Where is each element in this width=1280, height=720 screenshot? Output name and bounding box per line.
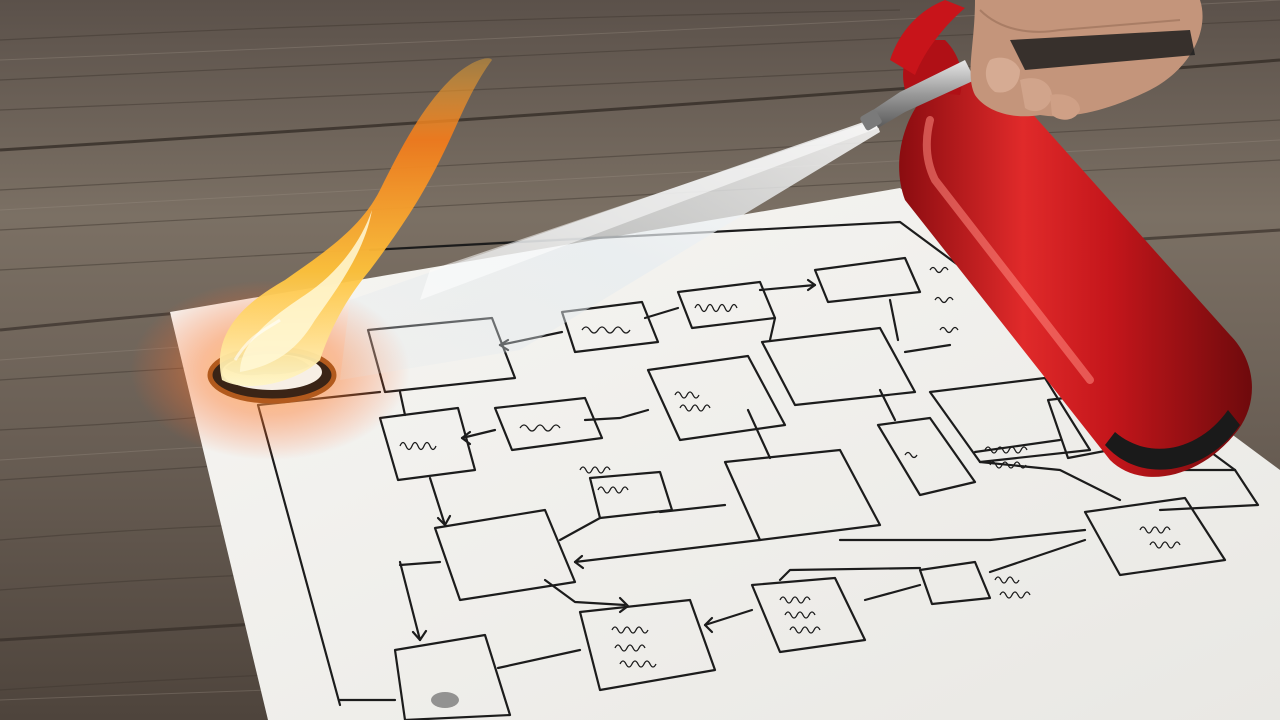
ink-smudge <box>431 692 459 708</box>
flowchart-box <box>433 508 577 602</box>
flowchart-box <box>393 633 512 720</box>
flame <box>219 58 492 387</box>
flowchart-box <box>378 406 477 482</box>
flowchart-box <box>560 300 660 354</box>
flowchart-box <box>578 598 717 692</box>
flowchart-box <box>493 396 604 452</box>
fire-extinguisher <box>860 0 1252 477</box>
flowchart-box <box>723 448 882 542</box>
flowchart-box <box>760 326 917 407</box>
flowchart-box <box>928 376 1092 464</box>
handwritten-scribbles <box>399 266 1181 668</box>
extinguisher-spray <box>340 118 880 380</box>
hand <box>970 0 1203 120</box>
flowchart-box <box>1083 496 1227 577</box>
flowchart-box <box>646 354 787 442</box>
flowchart-box <box>813 256 922 304</box>
flowchart-box <box>918 560 992 606</box>
burning-corner <box>130 58 492 460</box>
flowchart-box <box>876 416 977 497</box>
flowchart-diagram <box>256 220 1260 720</box>
nozzle <box>870 60 975 128</box>
flowchart-box <box>750 576 867 654</box>
